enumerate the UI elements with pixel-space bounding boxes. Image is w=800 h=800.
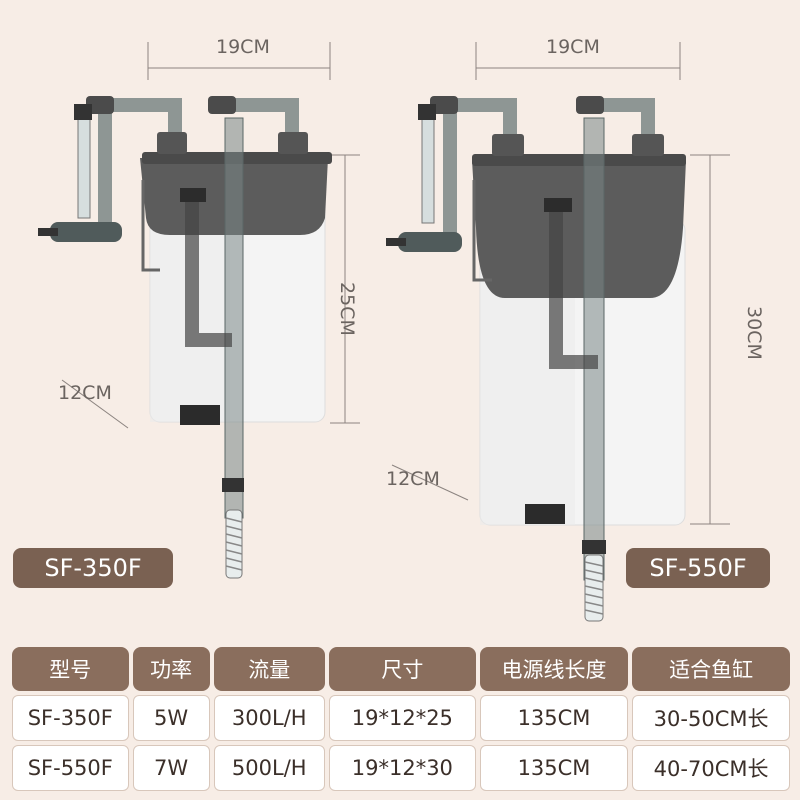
table-row: SF-350F 5W 300L/H 19*12*25 135CM 30-50CM…: [12, 695, 790, 741]
table-cell: 300L/H: [213, 695, 325, 741]
table-cell: 5W: [132, 695, 210, 741]
table-cell: 40-70CM长: [632, 745, 790, 791]
table-cell: 30-50CM长: [632, 695, 790, 741]
filter-sf-350f-illustration: [38, 42, 360, 579]
header-cell: 流量: [213, 647, 325, 691]
filter-sf-550f-illustration: [386, 42, 730, 622]
table-cell: 500L/H: [213, 745, 325, 791]
sf-350f-height-label: 25CM: [336, 282, 358, 336]
sf-550f-width-label: 19CM: [546, 36, 600, 58]
table-cell: 7W: [132, 745, 210, 791]
product-illustration: [38, 42, 730, 622]
table-cell: 135CM: [479, 695, 629, 741]
table-cell: SF-550F: [12, 745, 129, 791]
header-cell: 功率: [132, 647, 210, 691]
table-row: SF-550F 7W 500L/H 19*12*30 135CM 40-70CM…: [12, 745, 790, 791]
table-cell: 19*12*25: [328, 695, 476, 741]
table-cell: SF-350F: [12, 695, 129, 741]
sf-550f-height-label: 30CM: [743, 306, 765, 360]
sf-350f-depth-label: 12CM: [58, 382, 112, 404]
table-cell: 19*12*30: [328, 745, 476, 791]
spec-table: 型号 功率 流量 尺寸 电源线长度 适合鱼缸 SF-350F 5W 300L/H…: [8, 643, 794, 795]
table-header-row: 型号 功率 流量 尺寸 电源线长度 适合鱼缸: [12, 647, 790, 691]
header-cell: 电源线长度: [479, 647, 629, 691]
header-cell: 型号: [12, 647, 129, 691]
sf-350f-width-label: 19CM: [216, 36, 270, 58]
sf-550f-model-label: SF-550F: [626, 548, 770, 588]
table-cell: 135CM: [479, 745, 629, 791]
header-cell: 尺寸: [328, 647, 476, 691]
sf-550f-depth-label: 12CM: [386, 468, 440, 490]
header-cell: 适合鱼缸: [632, 647, 790, 691]
sf-350f-model-label: SF-350F: [13, 548, 173, 588]
